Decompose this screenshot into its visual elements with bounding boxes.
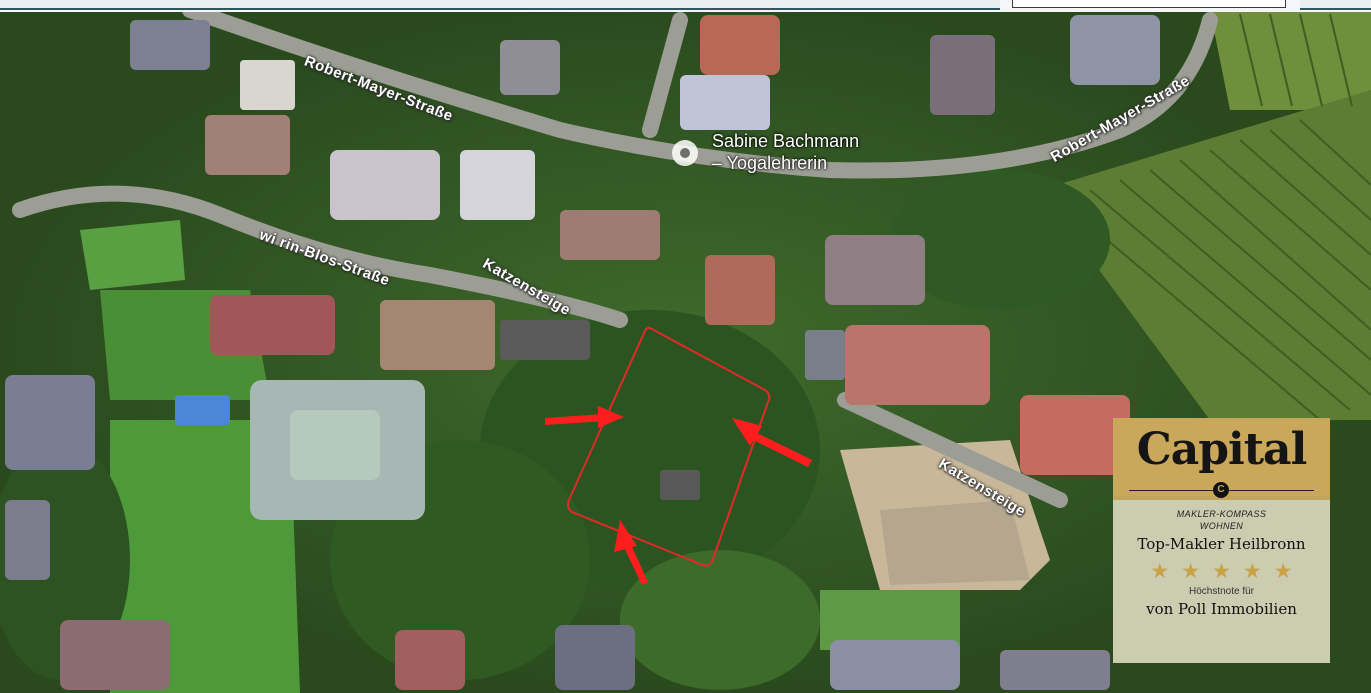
top-edge-right xyxy=(1300,0,1371,10)
top-edge-left xyxy=(0,0,1000,10)
badge-category-line1: MAKLER-KOMPASS xyxy=(1176,509,1267,519)
badge-brand: Capital xyxy=(1136,424,1308,475)
buildings xyxy=(5,15,1160,690)
window-top-edge xyxy=(0,0,1371,12)
award-badge: Capital C MAKLER-KOMPASS WOHNEN Top-Makl… xyxy=(1113,418,1330,663)
badge-company: von Poll Immobilien xyxy=(1146,600,1297,618)
top-edge-middle xyxy=(1012,0,1286,8)
rating-stars-icon: ★★★★★ xyxy=(1150,560,1305,583)
vineyard-area xyxy=(1040,10,1371,421)
badge-category: MAKLER-KOMPASS WOHNEN xyxy=(1113,508,1330,532)
poi-category: – Yogalehrerin xyxy=(712,153,828,173)
poi-label[interactable]: Sabine Bachmann – Yogalehrerin xyxy=(712,130,859,174)
lawn xyxy=(80,220,185,290)
roads xyxy=(12,2,1218,508)
badge-award-title: Top-Makler Heilbronn xyxy=(1137,535,1306,553)
poi-name: Sabine Bachmann xyxy=(712,131,860,151)
badge-body: MAKLER-KOMPASS WOHNEN Top-Makler Heilbro… xyxy=(1113,500,1330,663)
plot-outline xyxy=(567,326,771,567)
badge-note: Höchstnote für xyxy=(1188,586,1255,597)
lawn xyxy=(820,590,960,650)
arrow-bottom xyxy=(614,520,648,585)
location-pin-icon[interactable] xyxy=(672,140,698,166)
badge-category-line2: WOHNEN xyxy=(1199,521,1244,531)
poi-marker[interactable]: Sabine Bachmann – Yogalehrerin xyxy=(672,130,859,174)
arrow-markers xyxy=(545,406,812,585)
arrow-left xyxy=(545,406,624,428)
arrow-right xyxy=(732,418,812,467)
capital-logo-icon: C xyxy=(1213,482,1229,498)
